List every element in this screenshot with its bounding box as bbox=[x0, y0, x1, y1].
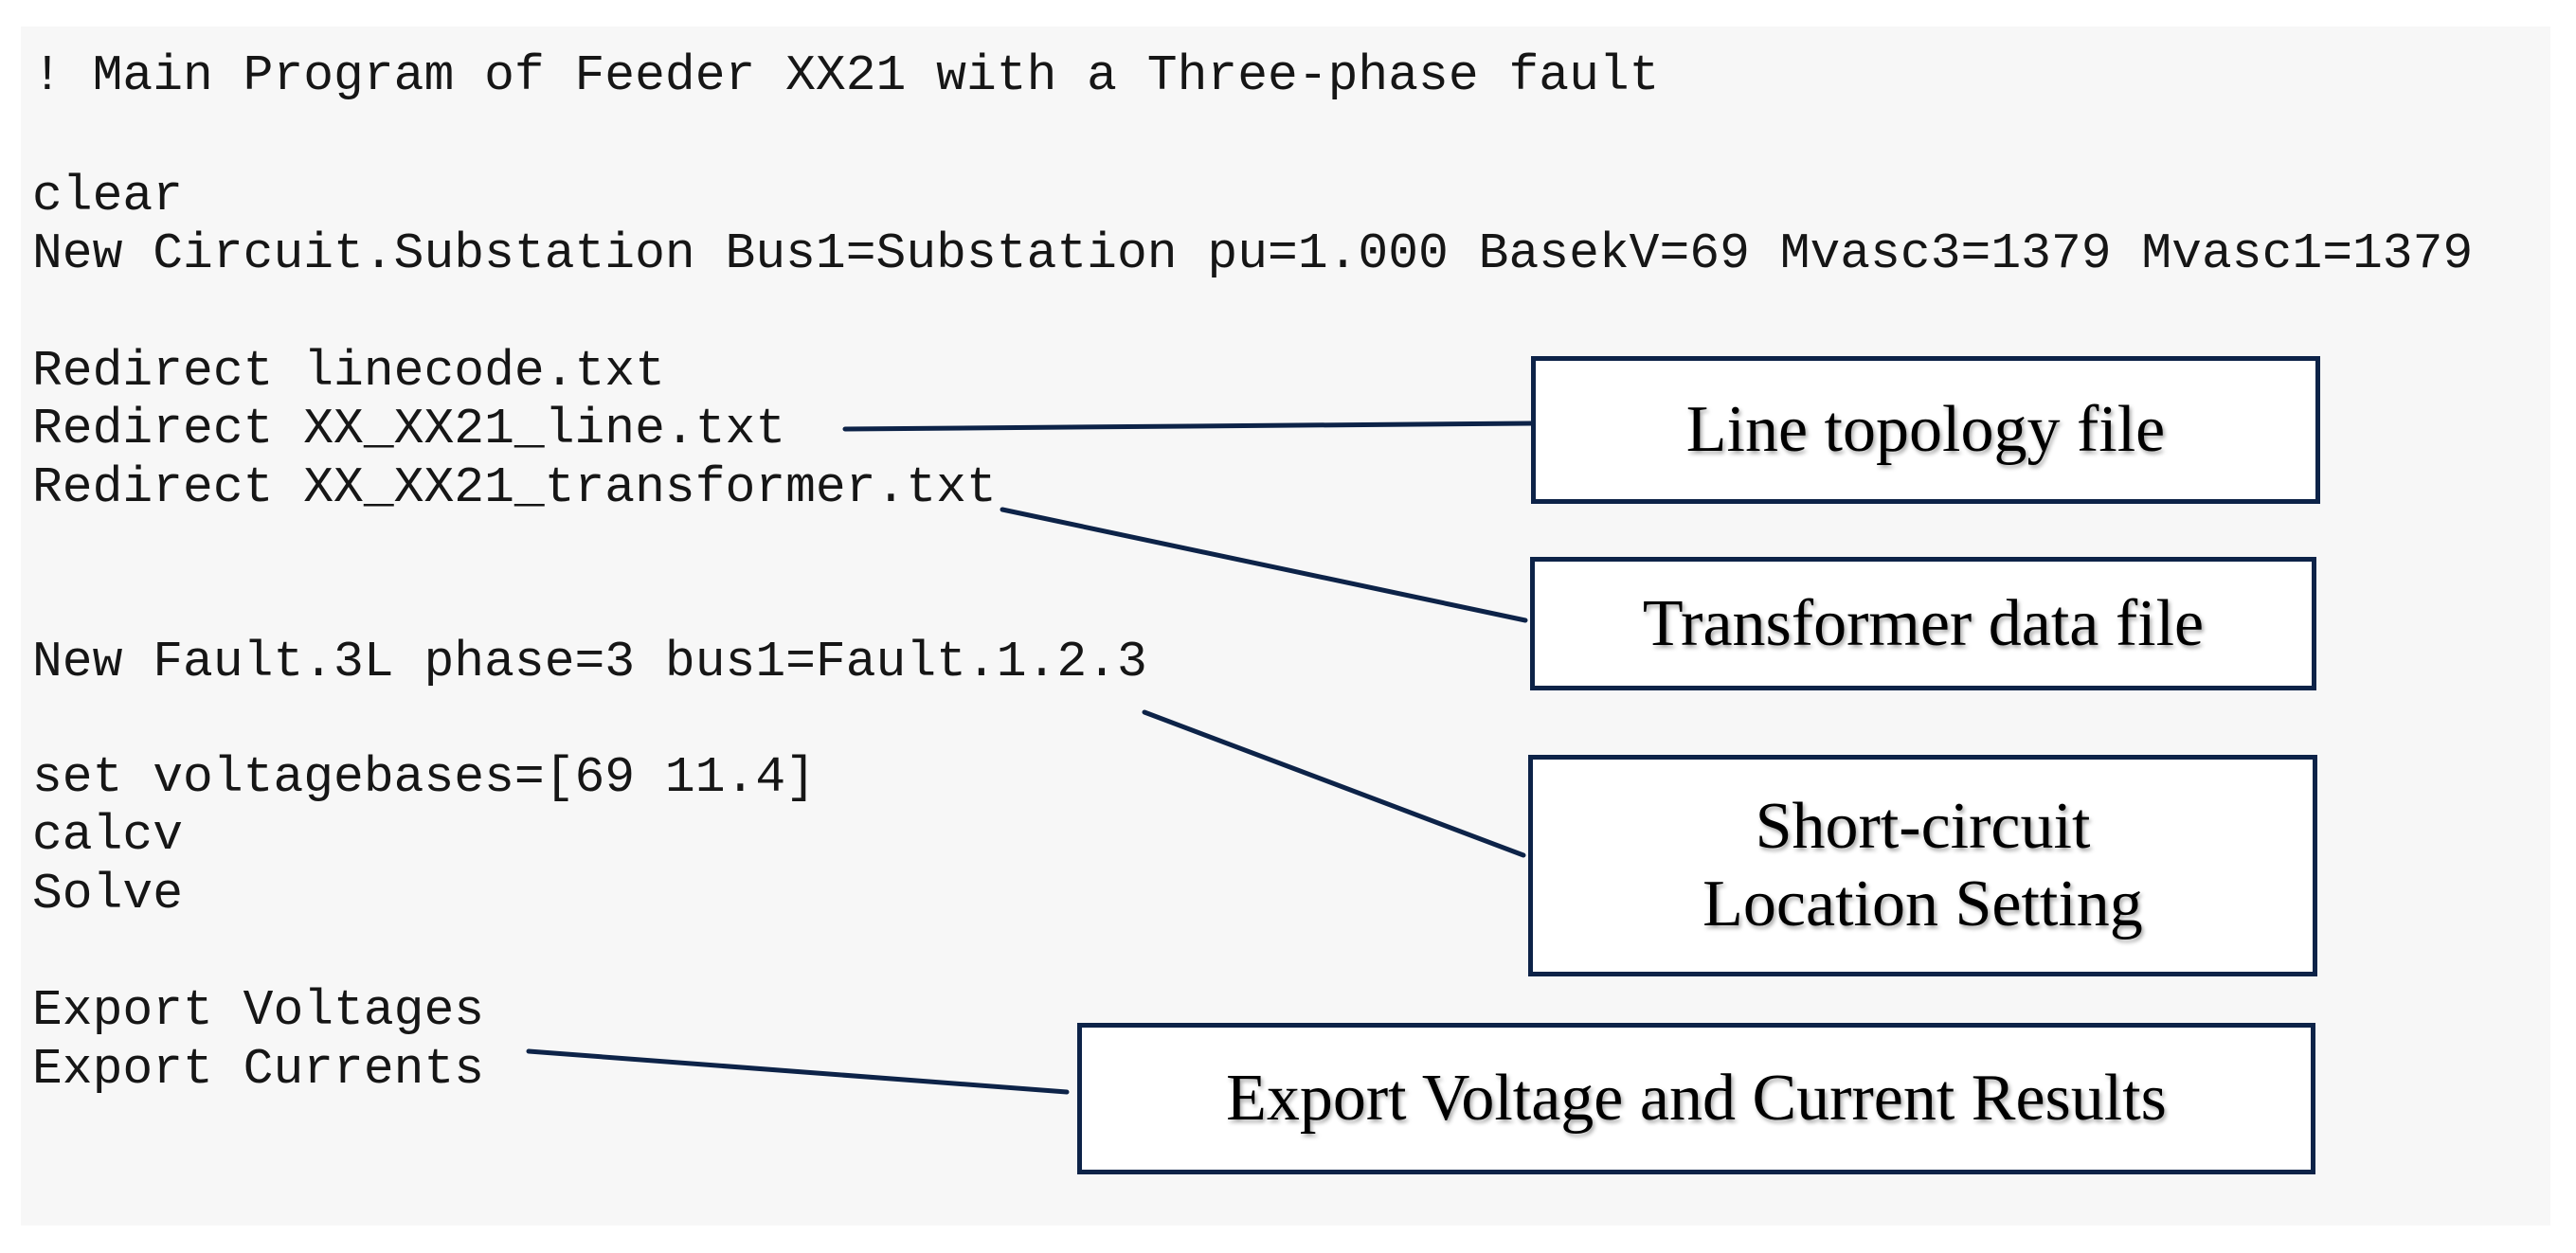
code-solve-line: Solve bbox=[32, 866, 184, 922]
callout-export-results: Export Voltage and Current Results bbox=[1077, 1023, 2315, 1174]
connector-transformer-data bbox=[1000, 507, 1528, 623]
code-redirect-linecode-line: Redirect linecode.txt bbox=[32, 343, 665, 400]
callout-short-circuit-label-1: Short-circuit bbox=[1755, 790, 2091, 863]
code-new-fault-line: New Fault.3L phase=3 bus1=Fault.1.2.3 bbox=[32, 634, 1147, 690]
code-export-currents-line: Export Currents bbox=[32, 1041, 485, 1098]
code-clear-line: clear bbox=[32, 168, 184, 224]
callout-short-circuit-location: Short-circuit Location Setting bbox=[1528, 755, 2317, 976]
callout-transformer-data: Transformer data file bbox=[1530, 557, 2316, 690]
code-new-circuit-line: New Circuit.Substation Bus1=Substation p… bbox=[32, 225, 2474, 282]
connector-short-circuit bbox=[1142, 709, 1526, 858]
callout-line-topology-label: Line topology file bbox=[1685, 393, 2166, 466]
code-redirect-transformer-line: Redirect XX_XX21_transformer.txt bbox=[32, 459, 997, 516]
connector-export-results bbox=[526, 1048, 1070, 1095]
callout-short-circuit-label-2: Location Setting bbox=[1702, 868, 2143, 940]
connector-line-topology bbox=[842, 421, 1534, 432]
code-comment-line: ! Main Program of Feeder XX21 with a Thr… bbox=[32, 47, 1660, 104]
code-set-voltagebases-line: set voltagebases=[69 11.4] bbox=[32, 749, 816, 806]
callout-line-topology: Line topology file bbox=[1531, 356, 2320, 504]
code-calcv-line: calcv bbox=[32, 807, 184, 864]
code-export-voltages-line: Export Voltages bbox=[32, 982, 485, 1039]
code-redirect-line-line: Redirect XX_XX21_line.txt bbox=[32, 401, 786, 457]
callout-transformer-data-label: Transformer data file bbox=[1642, 586, 2205, 660]
callout-export-results-label: Export Voltage and Current Results bbox=[1226, 1062, 2167, 1135]
